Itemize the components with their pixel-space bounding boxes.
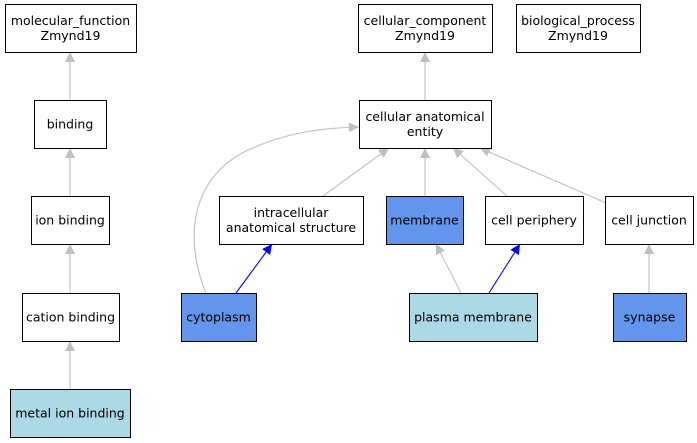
node-cytoplasm: cytoplasm — [181, 293, 257, 342]
edge-cell-junction-to-cellular-anatomical-entity — [479, 147, 607, 204]
edge-cytoplasm-to-intracellular-anatomical-structure — [235, 243, 273, 294]
node-box — [409, 293, 538, 342]
node-label: membrane — [390, 213, 459, 228]
node-label: Zmynd19 — [41, 28, 101, 43]
node-label: synapse — [624, 310, 676, 325]
node-label: anatomical structure — [226, 220, 356, 235]
node-synapse: synapse — [613, 293, 687, 342]
node-box — [181, 293, 257, 342]
node-box — [34, 100, 107, 149]
node-label: Zmynd19 — [548, 28, 608, 43]
node-label: intracellular — [254, 205, 330, 220]
node-box — [219, 196, 364, 245]
edge-plasma-membrane-to-membrane — [435, 243, 462, 294]
node-label: Zmynd19 — [395, 28, 455, 43]
node-box — [5, 4, 137, 53]
node-box — [359, 100, 492, 149]
node-box — [31, 196, 110, 245]
edge-cytoplasm-to-cellular-anatomical-entity — [193, 122, 360, 294]
node-label: cytoplasm — [186, 310, 251, 325]
node-label: cell periphery — [491, 213, 577, 228]
node-label: biological_process — [521, 13, 635, 28]
node-box — [516, 4, 641, 53]
node-label: binding — [47, 117, 94, 132]
node-box — [485, 196, 584, 245]
node-label: metal ion binding — [15, 406, 125, 421]
node-label: ion binding — [35, 213, 105, 228]
node-box — [358, 4, 493, 53]
node-binding: binding — [34, 100, 107, 149]
edge-intracellular-anatomical-structure-to-cellular-anatomical-entity — [322, 147, 390, 197]
node-membrane: membrane — [386, 196, 464, 245]
node-box — [605, 196, 694, 245]
node-cell-periphery: cell periphery — [485, 196, 584, 245]
node-box — [10, 389, 131, 438]
node-label: cell junction — [611, 213, 687, 228]
node-cation-binding: cation binding — [22, 293, 120, 342]
node-label: cation binding — [26, 310, 115, 325]
node-box — [613, 293, 687, 342]
node-box — [22, 293, 120, 342]
node-ion-binding: ion binding — [31, 196, 110, 245]
node-label: cellular anatomical — [365, 109, 484, 124]
edge-plasma-membrane-to-cell-periphery — [488, 243, 521, 294]
node-box — [386, 196, 464, 245]
node-metal-ion-binding: metal ion binding — [10, 389, 131, 438]
edges-layer — [65, 52, 654, 389]
node-label: plasma membrane — [414, 310, 532, 325]
node-label: molecular_function — [11, 13, 130, 28]
node-label: cellular_component — [364, 13, 487, 28]
node-label: entity — [407, 124, 444, 139]
node-cell-junction: cell junction — [605, 196, 694, 245]
node-plasma-membrane: plasma membrane — [409, 293, 538, 342]
edge-cell-periphery-to-cellular-anatomical-entity — [452, 147, 508, 197]
